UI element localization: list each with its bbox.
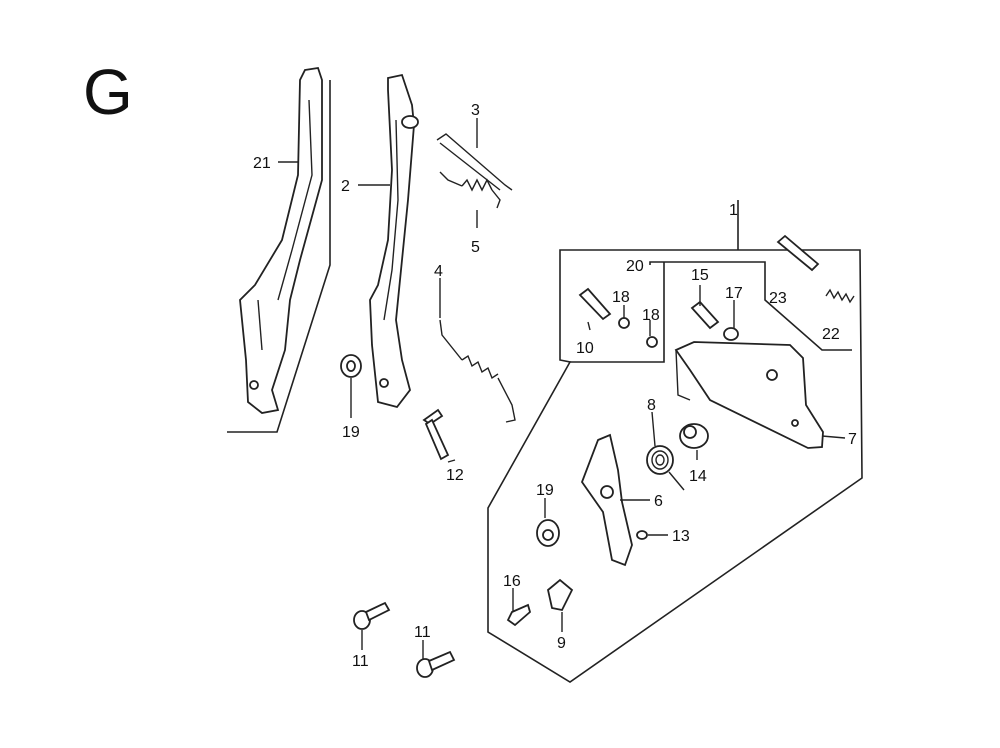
bolt-10 [578,287,612,321]
callout-3: 3 [471,102,480,119]
callout-12: 12 [446,467,464,484]
spring-22 [825,288,855,304]
nut-19-left [340,354,362,378]
collar-14 [679,423,709,449]
callout-2: 2 [341,178,350,195]
callout-14: 14 [689,468,707,485]
callout-17: 17 [725,285,743,302]
callout-11-right: 11 [414,624,431,641]
arm-21 [239,66,323,414]
bolt-11-right [416,650,456,678]
rod-3-edge [439,142,501,191]
callout-18-a: 18 [612,289,630,306]
callout-1: 1 [729,202,738,219]
rod-3 [436,133,513,191]
callout-19-right: 19 [536,482,554,499]
subgroup-border-20b [570,262,665,363]
lever-6 [580,433,633,567]
callout-11-left: 11 [352,653,369,670]
callout-23: 23 [769,290,787,307]
spring-8 [646,445,685,491]
callout-8: 8 [647,397,656,414]
callout-16: 16 [503,573,521,590]
callout-7: 7 [848,431,857,448]
callout-19-left: 19 [342,424,360,441]
washer-17 [723,327,739,341]
callout-10: 10 [576,340,594,357]
section-letter: G [83,56,133,128]
bracket-plate-7 [674,341,824,449]
nut-18-a [618,317,630,329]
arm-2 [369,73,419,409]
washer-13 [636,530,648,540]
nut-19-right [536,519,560,547]
spring-5 [439,171,501,209]
bolt-23 [776,234,820,272]
bolt-16 [506,603,532,627]
callout-6: 6 [654,493,663,510]
bolt-11-left [353,601,391,630]
group-border-left [227,80,331,433]
subgroup-border-20 [649,261,852,351]
spring-rod-4 [439,319,516,423]
callout-9: 9 [557,635,566,652]
nut-18-b [646,336,658,348]
callout-4: 4 [434,263,443,280]
bolt-12 [422,408,450,461]
callout-15: 15 [691,267,709,284]
callout-20: 20 [626,258,644,275]
callout-22: 22 [822,326,840,343]
callout-21: 21 [253,155,271,172]
group-border-right [487,249,863,683]
leader-lines [278,118,846,660]
bolt-15 [690,300,720,330]
callout-18-b: 18 [642,307,660,324]
collar-9 [547,578,574,612]
callout-13: 13 [672,528,690,545]
callout-5: 5 [471,239,480,256]
